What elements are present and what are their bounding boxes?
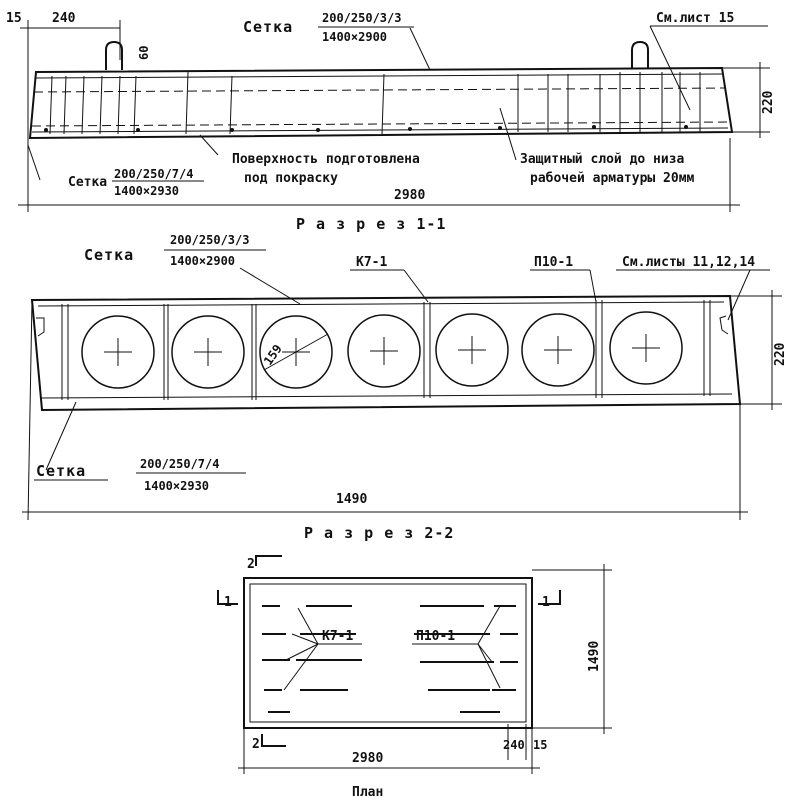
- void-4: [347, 314, 421, 388]
- mesh-bottom-line: [31, 121, 731, 127]
- s1-mesh-bottom-numerator: 200/250/7/4: [140, 457, 219, 471]
- surface-note-line1: Поверхность подготовлена: [232, 152, 420, 167]
- plan-loop-label: П10-1: [416, 629, 455, 644]
- section-1-1: Р а з р е з 1-1 Сетка 200/250/3/3 1400×2…: [22, 215, 788, 521]
- cut-1-right-arrow: [538, 590, 561, 605]
- mesh-bottom-denominator: 1400×2930: [114, 184, 179, 198]
- s1-mesh-bottom-prefix: Сетка: [36, 462, 86, 480]
- void-3: [259, 315, 333, 389]
- mesh-top-prefix: Сетка: [243, 18, 293, 36]
- mesh-bottom-numerator: 200/250/7/4: [114, 167, 193, 181]
- s1-top-inner: [37, 301, 725, 307]
- cut-2-bottom-arrow: [261, 734, 286, 747]
- cover-note-line2: рабочей арматуры 20мм: [530, 171, 695, 186]
- plan-frame-label: К7-1: [322, 629, 353, 644]
- s1-sheets-ref: См.листы 11,12,14: [622, 255, 755, 270]
- dim-loop-height: 60: [137, 46, 151, 60]
- mesh-bottom-leader: [27, 144, 41, 181]
- s1-bottom-inner: [39, 393, 733, 399]
- s1-frame-verticals: [61, 300, 711, 400]
- surface-note-line2: под покраску: [244, 171, 338, 186]
- s1-dim-ext-left: [27, 299, 33, 521]
- plan-dim-edge-15: 15: [533, 738, 547, 752]
- slab-top-inner: [35, 73, 723, 79]
- lifting-loop-right: [631, 40, 649, 68]
- plan-loop-leaders: [477, 605, 501, 689]
- s1-frame-leader: [403, 269, 429, 303]
- s1-mesh-bottom-denominator: 1400×2930: [144, 479, 209, 493]
- cut-2-bottom: 2: [252, 737, 260, 752]
- s1-key-right: [719, 315, 729, 335]
- s1-outline: [30, 294, 742, 412]
- void-1: [81, 315, 155, 389]
- plan-caption-partial: План: [352, 785, 383, 800]
- surface-note-leader: [199, 134, 219, 156]
- cut-1-left: 1: [224, 595, 232, 610]
- mesh-top-numerator: 200/250/3/3: [322, 11, 401, 25]
- mesh-top-denominator: 1400×2900: [322, 30, 387, 44]
- lifting-loop-left: [105, 40, 123, 70]
- void-2: [171, 315, 245, 389]
- section-2-title: Р а з р е з 2-2: [304, 524, 454, 542]
- plan-dim-edge-240: 240: [503, 738, 525, 752]
- dim-height-220: 220: [761, 90, 776, 114]
- cut-1-right: 1: [542, 595, 550, 610]
- void-7: [609, 311, 683, 385]
- dim-length-2980: 2980: [394, 188, 425, 203]
- cut-1-left-arrow: [217, 590, 238, 605]
- cut-2-top: 2: [247, 557, 255, 572]
- cover-note-line1: Защитный слой до низа: [520, 152, 685, 167]
- s1-dim-height-220: 220: [773, 342, 788, 366]
- rebar-dots: [44, 125, 688, 132]
- s1-dim-width-1490: 1490: [336, 492, 367, 507]
- plan-inner-outline: [249, 583, 527, 723]
- s1-mesh-top-numerator: 200/250/3/3: [170, 233, 249, 247]
- void-5: [435, 313, 509, 387]
- s1-mesh-top-denominator: 1400×2900: [170, 254, 235, 268]
- plan-bars: [262, 605, 518, 713]
- loop-ref-leader: [649, 25, 691, 111]
- dim-first-bay: 240: [52, 11, 76, 26]
- plan-view: 2 2 1 1 К7-1 П10-1: [217, 555, 612, 800]
- s1-loop-label: П10-1: [534, 255, 573, 270]
- top-elevation-view: 15 240 60: [6, 11, 776, 212]
- s1-frame-label: К7-1: [356, 255, 387, 270]
- plan-dim-length-2980: 2980: [352, 751, 383, 766]
- mesh-top-line: [33, 87, 727, 93]
- loop-sheet-ref: См.лист 15: [656, 11, 734, 26]
- cut-2-top-arrow: [255, 555, 282, 566]
- void-6: [521, 313, 595, 387]
- section-1-title: Р а з р е з 1-1: [296, 215, 446, 233]
- s1-mesh-top-prefix: Сетка: [84, 246, 134, 264]
- plan-outline: [243, 577, 533, 729]
- s1-voids: [81, 311, 683, 389]
- plan-dim-width-1490: 1490: [587, 641, 602, 672]
- s1-mesh-bottom-leader: [45, 401, 77, 471]
- plan-frame-leaders: [283, 607, 319, 691]
- vertical-bars: [49, 71, 701, 135]
- slab-bottom-inner: [31, 127, 729, 133]
- mesh-bottom-prefix: Сетка: [68, 175, 107, 190]
- void-diameter-159: 159: [261, 342, 285, 368]
- dim-left-offset: 15: [6, 11, 22, 26]
- mesh-top-leader: [409, 27, 431, 71]
- s1-key-left: [36, 317, 45, 337]
- cover-note-leader: [499, 107, 517, 161]
- void-diameter-line: [263, 333, 329, 371]
